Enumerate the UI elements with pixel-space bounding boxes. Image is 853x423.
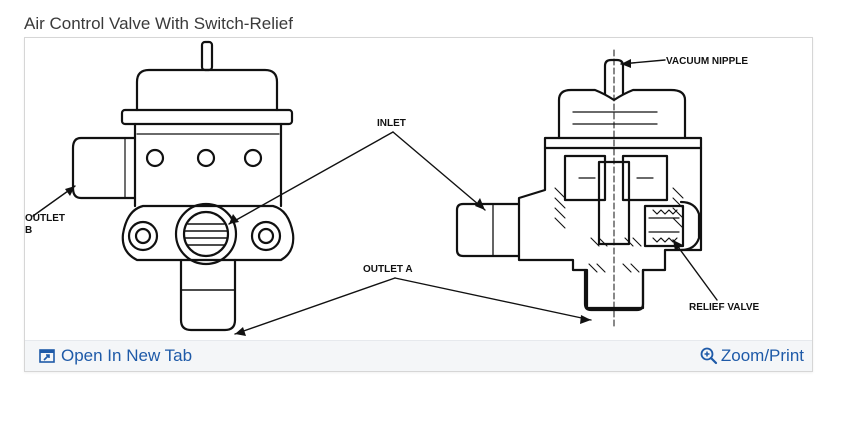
open-in-new-tab-label: Open In New Tab (61, 346, 193, 365)
label-outlet-b-line2: B (25, 225, 32, 236)
label-outlet-a: OUTLET A (363, 264, 413, 275)
left-valve-drawing (71, 40, 295, 332)
zoom-print-link[interactable]: Zoom/Print (700, 346, 804, 366)
leader-lines (32, 59, 718, 335)
open-in-new-tab-icon (39, 349, 55, 363)
right-valve-cross-section (455, 49, 703, 329)
label-outlet-b-line1: OUTLET (25, 213, 65, 224)
open-in-new-tab-link[interactable]: Open In New Tab (39, 346, 192, 366)
label-relief-valve: RELIEF VALVE (689, 302, 760, 313)
air-control-valve-diagram: VACUUM NIPPLE INLET OUTLET B OUTLET A RE… (25, 40, 760, 336)
label-vacuum-nipple: VACUUM NIPPLE (666, 56, 748, 67)
magnifier-plus-icon (700, 347, 718, 365)
leader-arrowheads (65, 59, 683, 336)
page-title: Air Control Valve With Switch-Relief (24, 14, 293, 33)
zoom-print-label: Zoom/Print (720, 346, 804, 365)
label-inlet: INLET (377, 118, 406, 129)
diagram-frame: VACUUM NIPPLE INLET OUTLET B OUTLET A RE… (24, 37, 813, 372)
image-toolbar: Open In New Tab Zoom/Print (25, 340, 812, 371)
